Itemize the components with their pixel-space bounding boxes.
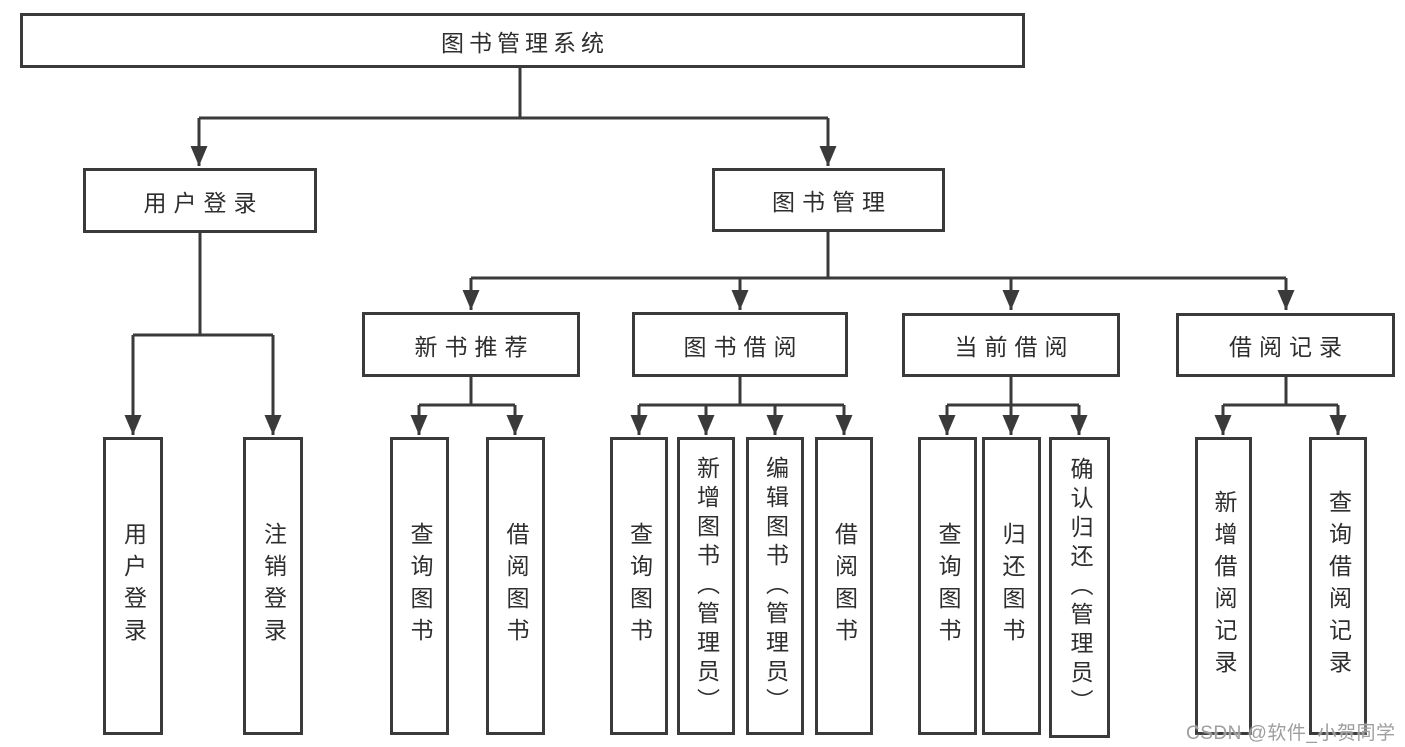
leaf-label: 新增图书（管理员） [693, 455, 720, 717]
watermark: CSDN @软件_小贺同学 [1186, 723, 1396, 744]
leaf-logout: 注销登录 [243, 437, 303, 735]
node-library-management-system: 图书管理系统 [20, 13, 1025, 68]
leaf-label: 查询图书 [626, 522, 653, 650]
leaf-label: 借阅图书 [831, 522, 858, 650]
tree-trunk-lines [133, 68, 1338, 407]
leaf-query-books-recommend: 查询图书 [390, 437, 449, 735]
leaf-query-books-borrowing: 查询图书 [610, 437, 668, 735]
leaf-query-books-current: 查询图书 [918, 437, 977, 735]
leaf-add-borrowing-record: 新增借阅记录 [1195, 437, 1252, 735]
tree-arrow-lines [124, 118, 1347, 435]
node-current-borrowing: 当前借阅 [902, 313, 1120, 377]
leaf-label: 查询借阅记录 [1325, 490, 1352, 682]
leaf-confirm-return-admin: 确认归还（管理员） [1049, 437, 1110, 738]
node-book-borrowing: 图书借阅 [632, 312, 848, 377]
node-new-book-recommendation: 新书推荐 [362, 312, 580, 377]
node-borrowing-records: 借阅记录 [1176, 313, 1395, 377]
leaf-label: 查询图书 [935, 522, 961, 650]
leaf-user-login: 用户登录 [103, 437, 163, 735]
leaf-edit-books-admin: 编辑图书（管理员） [746, 437, 804, 735]
leaf-label: 新增借阅记录 [1211, 490, 1237, 682]
node-label: 图书管理系统 [441, 29, 609, 56]
node-label: 用户登录 [143, 189, 264, 216]
node-label: 当前借阅 [954, 334, 1075, 360]
leaf-label: 注销登录 [260, 522, 287, 650]
leaf-query-borrowing-record: 查询借阅记录 [1309, 437, 1367, 735]
leaf-label: 编辑图书（管理员） [762, 455, 789, 717]
node-label: 图书管理 [772, 189, 892, 215]
leaf-label: 确认归还（管理员） [1067, 457, 1093, 718]
leaf-label: 借阅图书 [503, 522, 529, 650]
leaf-borrow-books-recommend: 借阅图书 [486, 437, 545, 735]
node-label: 借阅记录 [1229, 334, 1349, 360]
leaf-label: 归还图书 [999, 522, 1025, 650]
node-label: 图书借阅 [683, 333, 804, 360]
leaf-add-books-admin: 新增图书（管理员） [677, 437, 735, 735]
node-user-login-branch: 用户登录 [83, 168, 317, 233]
leaf-label: 用户登录 [120, 522, 147, 650]
leaf-label: 查询图书 [407, 522, 433, 650]
node-label: 新书推荐 [414, 333, 535, 360]
leaf-borrow-books: 借阅图书 [815, 437, 873, 735]
leaf-return-books: 归还图书 [982, 437, 1041, 735]
node-book-management: 图书管理 [712, 168, 945, 232]
